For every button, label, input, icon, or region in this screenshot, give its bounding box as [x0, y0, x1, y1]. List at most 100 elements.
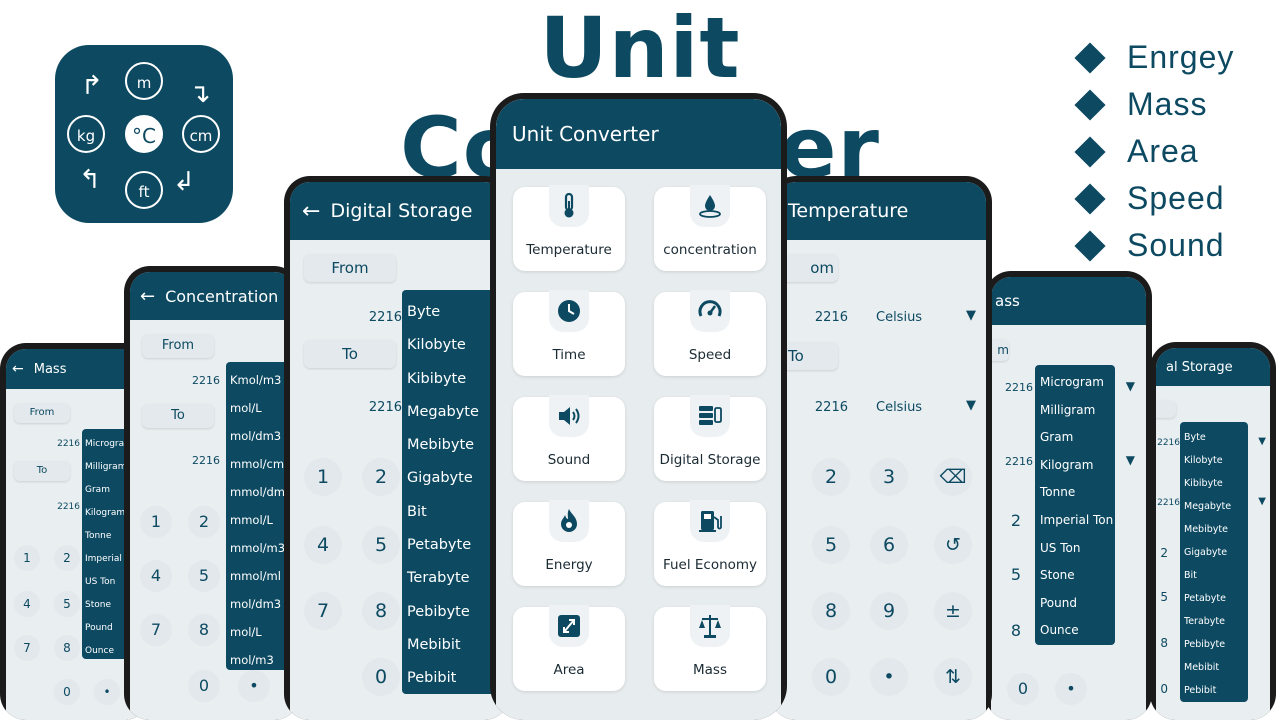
dropdown-option[interactable]: Kibibyte	[407, 370, 467, 387]
plus-minus-icon[interactable]: ±	[934, 592, 972, 630]
dropdown-option[interactable]: mol/dm3	[230, 429, 282, 443]
backspace-icon[interactable]: ⌫	[934, 458, 972, 496]
from-value[interactable]: 2216	[57, 439, 80, 449]
category-card-energy[interactable]: Energy	[513, 500, 625, 586]
dropdown-option[interactable]: Imperial Ton	[1040, 512, 1114, 527]
key-5[interactable]: 5	[362, 526, 400, 564]
back-arrow-icon[interactable]: ←	[12, 361, 24, 377]
key-8[interactable]: 8	[54, 635, 80, 661]
key-decimal[interactable]: •	[94, 679, 120, 705]
from-value[interactable]: 2216	[1157, 438, 1180, 448]
key-0[interactable]: 0	[1160, 682, 1168, 696]
key-decimal[interactable]: •	[870, 658, 908, 696]
dropdown-option[interactable]: Terabyte	[1184, 616, 1225, 627]
key-7[interactable]: 7	[140, 614, 172, 646]
dropdown-option[interactable]: Megabyte	[407, 403, 479, 420]
unit-dropdown[interactable]: Kmol/m3 mol/L mol/dm3 mmol/cm mmol/dm mm…	[226, 362, 294, 670]
dropdown-option[interactable]: Bit	[407, 503, 427, 520]
key-1[interactable]: 1	[140, 506, 172, 538]
dropdown-option[interactable]: mol/m3	[230, 653, 274, 667]
dropdown-option[interactable]: Terabyte	[407, 570, 470, 587]
dropdown-option[interactable]: Kilobyte	[1184, 455, 1223, 466]
from-value[interactable]: 2216	[814, 310, 848, 325]
back-arrow-icon[interactable]: ←	[140, 285, 156, 307]
unit-dropdown[interactable]: Byte Kilobyte Kibibyte Megabyte Mebibyte…	[1180, 422, 1248, 702]
dropdown-option[interactable]: Petabyte	[407, 537, 472, 554]
swap-icon[interactable]: ⇅	[934, 658, 972, 696]
to-value[interactable]: 2216	[1005, 455, 1033, 468]
from-value[interactable]: 2216	[192, 374, 220, 387]
key-0[interactable]: 0	[362, 658, 400, 696]
dropdown-option[interactable]: Pound	[85, 623, 113, 633]
key-8[interactable]: 8	[1160, 636, 1168, 650]
key-9[interactable]: 9	[870, 592, 908, 630]
key-5[interactable]: 5	[812, 526, 850, 564]
dropdown-option[interactable]: Kibibyte	[1184, 478, 1223, 489]
key-2[interactable]: 2	[362, 458, 400, 496]
key-decimal[interactable]: •	[1055, 673, 1087, 705]
key-5[interactable]: 5	[1010, 565, 1021, 584]
key-0[interactable]: 0	[1007, 673, 1039, 705]
key-0[interactable]: 0	[54, 679, 80, 705]
dropdown-option[interactable]: Mebibyte	[1184, 524, 1228, 535]
key-5[interactable]: 5	[1160, 590, 1168, 604]
dropdown-option[interactable]: Pebibit	[1184, 685, 1217, 696]
dropdown-arrow-icon[interactable]: ▼	[1125, 453, 1135, 467]
dropdown-option[interactable]: mol/L	[230, 401, 262, 415]
unit-dropdown[interactable]: Microgram Milligram Gram Kilogram Tonne …	[1035, 365, 1115, 645]
back-arrow-icon[interactable]: ←	[302, 198, 321, 224]
dropdown-option[interactable]: Tonne	[1040, 485, 1076, 500]
key-4[interactable]: 4	[140, 560, 172, 592]
category-card-temperature[interactable]: Temperature	[513, 185, 625, 271]
key-4[interactable]: 4	[304, 526, 342, 564]
key-8[interactable]: 8	[188, 614, 220, 646]
dropdown-option[interactable]: US Ton	[85, 577, 116, 587]
dropdown-arrow-icon[interactable]: ▼	[1258, 436, 1266, 447]
key-2[interactable]: 2	[1160, 546, 1168, 560]
dropdown-option[interactable]: Stone	[1040, 568, 1075, 583]
dropdown-option[interactable]: Kilobyte	[407, 337, 466, 354]
dropdown-option[interactable]: Kilogram	[85, 508, 126, 518]
key-2[interactable]: 2	[1010, 511, 1021, 530]
dropdown-option[interactable]: Gram	[85, 485, 110, 495]
dropdown-option[interactable]: mmol/cm	[230, 457, 285, 471]
dropdown-arrow-icon[interactable]: ▼	[1258, 496, 1266, 507]
unit-dropdown[interactable]: Byte Kilobyte Kibibyte Megabyte Mebibyte…	[402, 290, 502, 694]
to-value[interactable]: 2216	[1157, 498, 1180, 508]
key-8[interactable]: 8	[812, 592, 850, 630]
dropdown-option[interactable]: Pound	[1040, 595, 1077, 610]
key-3[interactable]: 3	[870, 458, 908, 496]
dropdown-option[interactable]: Kilogram	[1040, 457, 1094, 472]
key-decimal[interactable]: •	[238, 670, 270, 702]
key-1[interactable]: 1	[14, 545, 40, 571]
dropdown-option[interactable]: Gram	[1040, 430, 1074, 445]
category-card-concentration[interactable]: concentration	[654, 185, 766, 271]
dropdown-option[interactable]: Mebibit	[1184, 662, 1220, 673]
to-value[interactable]: 2216	[57, 502, 80, 512]
dropdown-option[interactable]: Megabyte	[1184, 501, 1232, 512]
dropdown-option[interactable]: Milligram	[85, 462, 127, 472]
dropdown-option[interactable]: US Ton	[1040, 540, 1081, 555]
to-unit-select[interactable]: Celsius	[876, 400, 923, 415]
category-card-mass[interactable]: Mass	[654, 605, 766, 691]
key-2[interactable]: 2	[812, 458, 850, 496]
to-value[interactable]: 2216	[368, 400, 402, 415]
dropdown-option[interactable]: Microgram	[1040, 375, 1104, 389]
to-value[interactable]: 2216	[814, 400, 848, 415]
reset-icon[interactable]: ↺	[934, 526, 972, 564]
dropdown-option[interactable]: Gigabyte	[1184, 547, 1228, 558]
dropdown-option[interactable]: Milligram	[1040, 402, 1096, 417]
dropdown-option[interactable]: mmol/m3	[230, 541, 286, 555]
key-7[interactable]: 7	[304, 592, 342, 630]
dropdown-option[interactable]: Mebibit	[407, 636, 461, 653]
dropdown-option[interactable]: mol/L	[230, 625, 262, 639]
dropdown-arrow-icon[interactable]: ▼	[966, 398, 976, 413]
key-0[interactable]: 0	[188, 670, 220, 702]
dropdown-option[interactable]: Stone	[85, 600, 111, 610]
dropdown-option[interactable]: Tonne	[85, 531, 112, 541]
category-card-speed[interactable]: Speed	[654, 290, 766, 376]
key-5[interactable]: 5	[188, 560, 220, 592]
key-5[interactable]: 5	[54, 591, 80, 617]
from-value[interactable]: 2216	[368, 310, 402, 325]
dropdown-option[interactable]: mmol/ml	[230, 569, 281, 583]
